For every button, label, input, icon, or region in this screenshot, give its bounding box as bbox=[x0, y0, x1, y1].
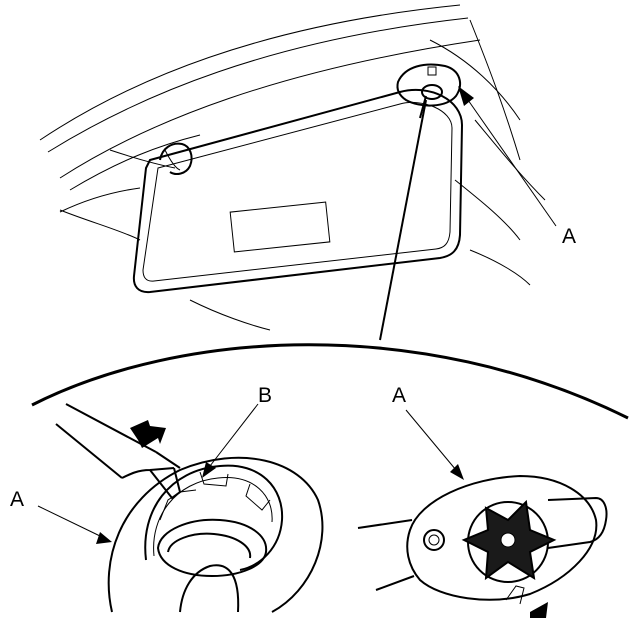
label-a-left: A bbox=[10, 488, 24, 511]
detail-circle-arc bbox=[31, 343, 629, 420]
sun-visor bbox=[132, 88, 464, 294]
release-arrow-icon bbox=[530, 602, 548, 618]
callout-b bbox=[202, 403, 259, 478]
label-b: B bbox=[258, 384, 272, 407]
callout-a-left bbox=[37, 505, 112, 544]
detail-lead-line bbox=[379, 99, 427, 341]
mount-detail-right bbox=[357, 474, 608, 605]
vanity-mirror-panel bbox=[229, 201, 331, 253]
label-a-right: A bbox=[392, 384, 406, 407]
callout-a-right bbox=[405, 409, 464, 480]
push-arrow-icon bbox=[130, 420, 166, 448]
visor-pivot-rod bbox=[419, 95, 427, 119]
visor-hook bbox=[159, 142, 193, 175]
mount-detail-left bbox=[107, 456, 324, 613]
pivot-mount bbox=[396, 63, 461, 107]
label-a-top: A bbox=[562, 225, 576, 248]
headliner-outline bbox=[39, 4, 546, 331]
screwdriver bbox=[55, 403, 182, 500]
callout-a-top bbox=[458, 86, 557, 227]
